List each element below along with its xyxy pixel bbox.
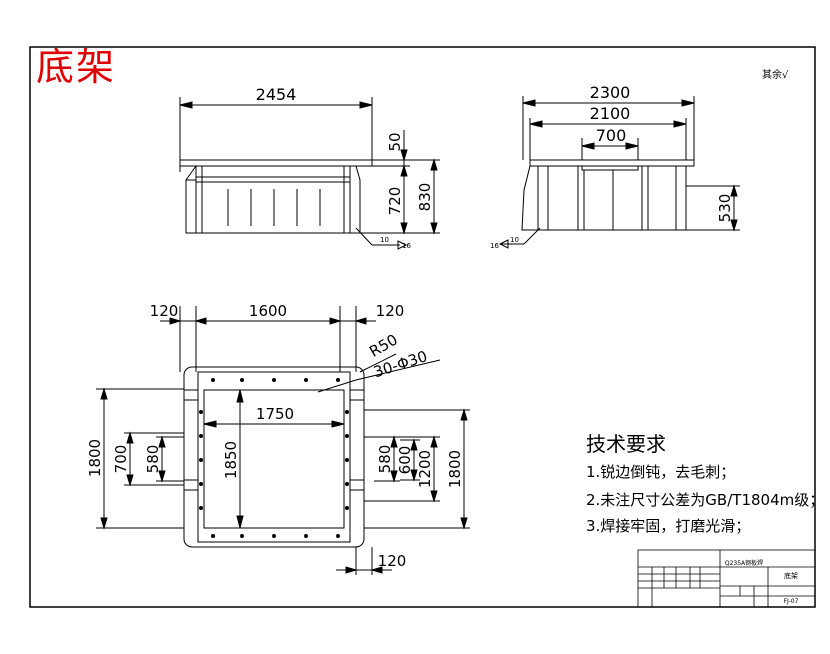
dim-2100: 2100 (590, 104, 631, 123)
title-block (637, 549, 816, 608)
dim-600-right: 600 (396, 446, 414, 475)
dim-120-left: 120 (150, 302, 179, 320)
drawing-title: 底架 (36, 45, 117, 89)
dim-700-left: 700 (112, 445, 130, 474)
front-weld-count: 16 (402, 242, 411, 250)
side-view (498, 96, 740, 249)
dim-1750: 1750 (256, 405, 294, 423)
dim-2454: 2454 (256, 85, 297, 104)
dim-580-left: 580 (144, 445, 162, 474)
dim-1850: 1850 (222, 441, 240, 479)
tech-requirements-heading: 技术要求 (586, 432, 666, 456)
side-weld-size: 10 (510, 236, 519, 244)
tech-requirement-item: 3.焊接牢固，打磨光滑； (586, 517, 751, 535)
front-weld-size: 10 (380, 236, 389, 244)
dim-720: 720 (386, 187, 404, 216)
dim-1200-right: 1200 (416, 450, 434, 488)
surface-finish-note: 其余√ (762, 66, 788, 81)
dim-1600: 1600 (249, 302, 287, 320)
tech-requirement-item: 2.未注尺寸公差为GB/T1804m级； (586, 491, 825, 509)
title-block-drawing-number: FJ-07 (784, 598, 799, 605)
dim-700-top: 700 (596, 126, 627, 145)
title-block-material: Q235A钢板焊 (725, 559, 763, 567)
side-weld-count: 16 (490, 242, 499, 250)
plan-view (96, 306, 470, 575)
dim-1800-left: 1800 (86, 439, 104, 477)
dim-580-right: 580 (376, 445, 394, 474)
dim-50: 50 (386, 132, 404, 151)
drawing-border (29, 46, 816, 608)
dim-2300: 2300 (590, 83, 631, 102)
roughness-symbol-icon: √ (782, 70, 789, 81)
tech-requirement-item: 1.锐边倒钝，去毛刺； (586, 463, 736, 481)
surface-finish-label: 其余 (762, 70, 782, 81)
front-view (179, 97, 440, 250)
dim-120-right: 120 (376, 302, 405, 320)
title-block-part-name: 底架 (784, 571, 798, 580)
plan-holes (199, 378, 349, 538)
dim-830: 830 (416, 183, 434, 212)
dim-120-bottom: 120 (378, 552, 407, 570)
dim-530: 530 (716, 194, 734, 223)
dim-1800-right: 1800 (446, 450, 464, 488)
